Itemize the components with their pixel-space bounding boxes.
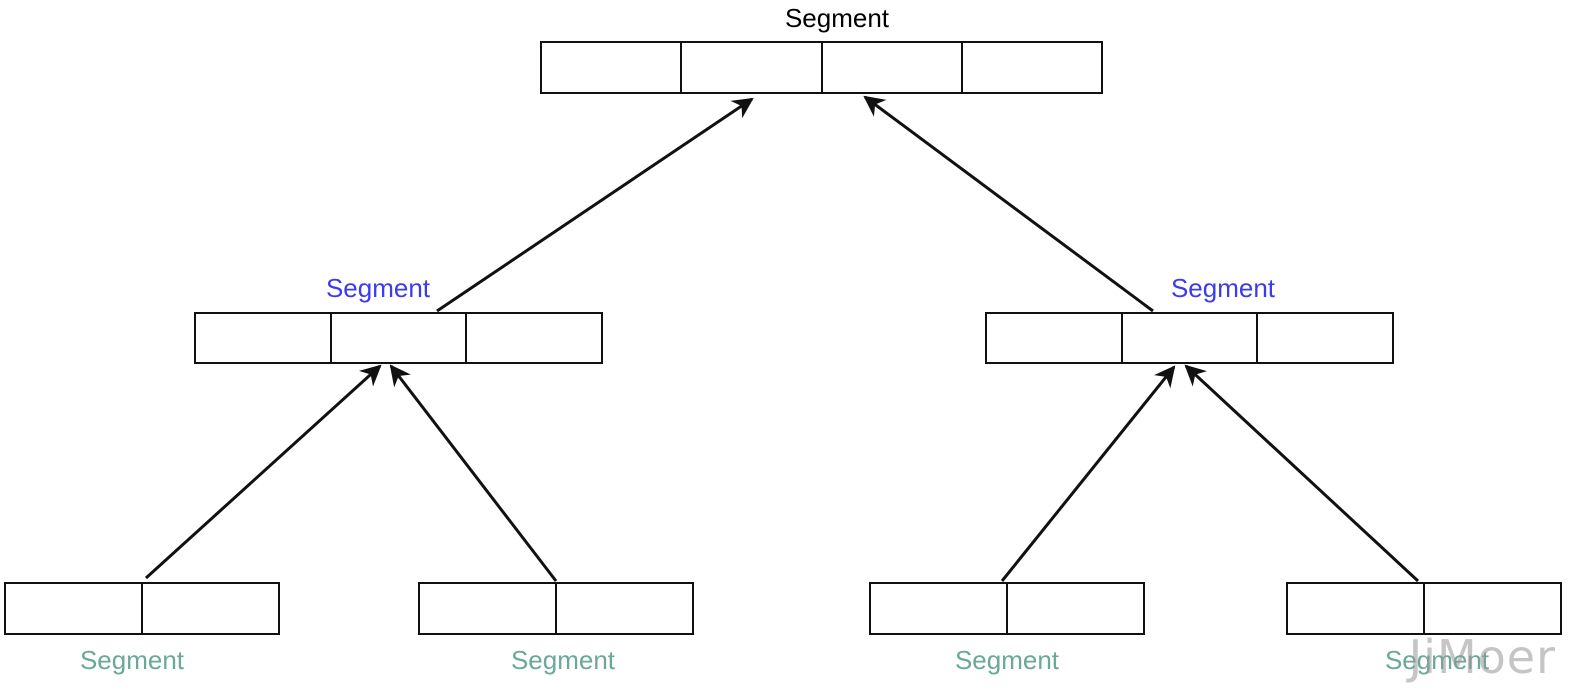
segment-cell <box>1008 584 1143 633</box>
node-label-leaf-2: Segment <box>510 645 616 675</box>
edge-leaf-3-to-right-mid <box>1000 365 1176 582</box>
watermark: JiMoer <box>1408 630 1556 684</box>
segment-cell <box>987 314 1123 362</box>
segment-cell <box>682 43 823 92</box>
segment-node-root <box>540 41 1103 94</box>
segment-node-leaf-2 <box>418 582 694 635</box>
segment-cell <box>1425 584 1560 633</box>
segment-node-leaf-4 <box>1286 582 1562 635</box>
segment-node-left-mid <box>194 312 603 364</box>
node-label-right-mid: Segment <box>1170 273 1276 303</box>
segment-cell <box>823 43 963 92</box>
segment-cell <box>542 43 683 92</box>
edge-right-mid-to-root <box>863 95 1154 313</box>
segment-node-leaf-1 <box>4 582 280 635</box>
segment-cell <box>557 584 692 633</box>
segment-cell <box>420 584 557 633</box>
segment-cell <box>1123 314 1259 362</box>
node-label-leaf-1: Segment <box>79 645 185 675</box>
node-label-leaf-4: Segment <box>1384 645 1490 675</box>
node-label-root: Segment <box>784 3 890 33</box>
node-label-leaf-3: Segment <box>954 645 1060 675</box>
segment-cell <box>467 314 601 362</box>
edge-leaf-4-to-right-mid <box>1184 364 1420 583</box>
segment-cell <box>332 314 468 362</box>
segment-cell <box>143 584 278 633</box>
segment-cell <box>1258 314 1392 362</box>
segment-cell <box>6 584 143 633</box>
node-label-left-mid: Segment <box>325 273 431 303</box>
edge-left-mid-to-root <box>436 97 754 313</box>
segment-cell <box>196 314 332 362</box>
segment-cell <box>1288 584 1425 633</box>
segment-cell <box>963 43 1101 92</box>
edge-leaf-1-to-left-mid <box>144 364 382 580</box>
edge-leaf-2-to-left-mid <box>389 364 558 582</box>
segment-node-right-mid <box>985 312 1394 364</box>
segment-node-leaf-3 <box>869 582 1145 635</box>
segment-cell <box>871 584 1008 633</box>
